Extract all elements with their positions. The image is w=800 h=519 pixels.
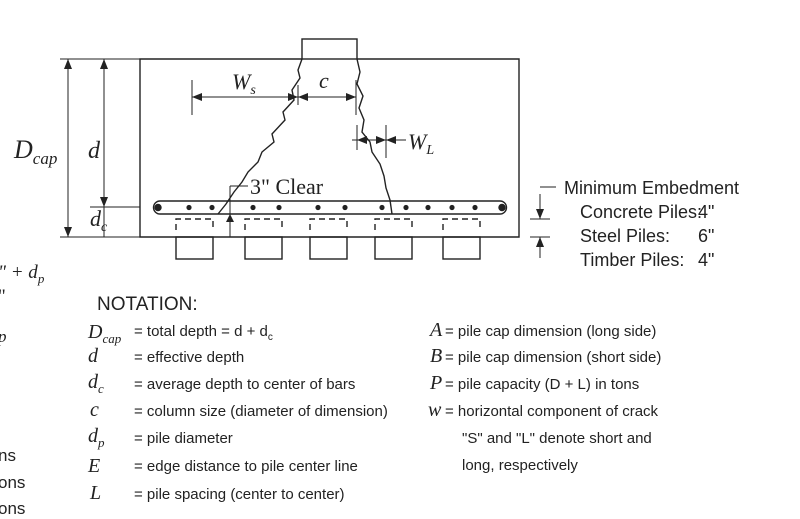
notation-def-p: = pile capacity (D + L) in tons [445,376,639,393]
label-clear: 3" Clear [250,174,324,199]
crack-line-right [356,58,393,215]
label-d: d [88,138,101,164]
notation-sym-a: A [428,319,443,341]
pile-embedment-dashes [175,218,481,230]
notation-sym-dc: dc [88,371,104,396]
embedment-timber-type: Timber Piles: [580,250,684,270]
rebar-dot [315,204,321,211]
notation-def-b: = pile cap dimension (short side) [445,349,661,366]
rebar-line [152,200,508,215]
rebar-dot [425,204,431,211]
pile-cap-outline [139,58,520,238]
rebar-dot [449,204,455,211]
notation-def-e: = edge distance to pile center line [134,458,358,475]
dimension-lines [60,58,556,258]
embedment-concrete-value: 4" [698,202,714,222]
label-c: c [319,68,329,93]
notation-def-l: = pile spacing (center to center) [134,486,345,503]
fragment-2: " [0,286,6,307]
piles [175,236,481,260]
embedment-steel-type: Steel Piles: [580,226,670,246]
notation-def-d: = effective depth [134,349,244,366]
notation-sym-c: c [90,399,99,421]
crack-line-left [217,58,303,215]
notation-def-c: = column size (diameter of dimension) [134,403,388,420]
rebar-dot [250,204,256,211]
notation-sym-p: P [429,372,442,394]
notation-sym-dcap: Dcap [87,321,122,346]
notation-def-s-l: "S" and "L" denote short and [462,430,652,447]
fragment-4: ns [0,446,16,465]
column-rect [301,38,358,60]
rebar-hook-left [154,203,162,212]
notation-sym-w: w [428,399,442,421]
rebar-dot [379,204,385,211]
notation-sym-dp: dp [88,425,105,450]
notation-def-dc: = average depth to center of bars [134,376,355,393]
notation-def-a: = pile cap dimension (long side) [445,323,656,340]
notation-def-dcap: = total depth = d + dc [134,323,273,343]
rebar-dots [186,204,478,211]
notation-left-list: Dcap = total depth = d + dc d = effectiv… [87,321,388,504]
rebar-hook-right [498,203,506,212]
rebar-dot [342,204,348,211]
fragment-3: p [0,327,7,346]
notation-right-list: A = pile cap dimension (long side) B = p… [428,319,661,474]
notation-title: NOTATION: [97,294,198,315]
label-wl: WL [408,129,434,158]
embedment-timber-value: 4" [698,250,714,270]
notation-sym-l: L [89,482,101,504]
arrowheads [64,59,544,247]
rebar-dot [403,204,409,211]
fragment-1: " + dp [0,262,45,286]
notation-def-respectively: long, respectively [462,457,578,474]
label-dcap: Dcap [13,135,57,168]
rebar-dot [186,204,192,211]
label-dc: dc [90,206,108,235]
embedment-title: Minimum Embedment [564,178,739,198]
notation-sym-d: d [88,345,99,367]
label-ws: Ws [232,69,256,98]
fragment-6: ons [0,499,25,518]
rebar-dot [472,204,478,211]
rebar-dot [209,204,215,211]
notation-sym-b: B [430,345,442,367]
fragment-5: ons [0,473,25,492]
rebar-dot [276,204,282,211]
embedment-steel-value: 6" [698,226,714,246]
embedment-concrete-type: Concrete Piles: [580,202,702,222]
notation-def-w: = horizontal component of crack [445,403,659,420]
notation-sym-e: E [87,455,100,477]
notation-def-dp: = pile diameter [134,430,233,447]
